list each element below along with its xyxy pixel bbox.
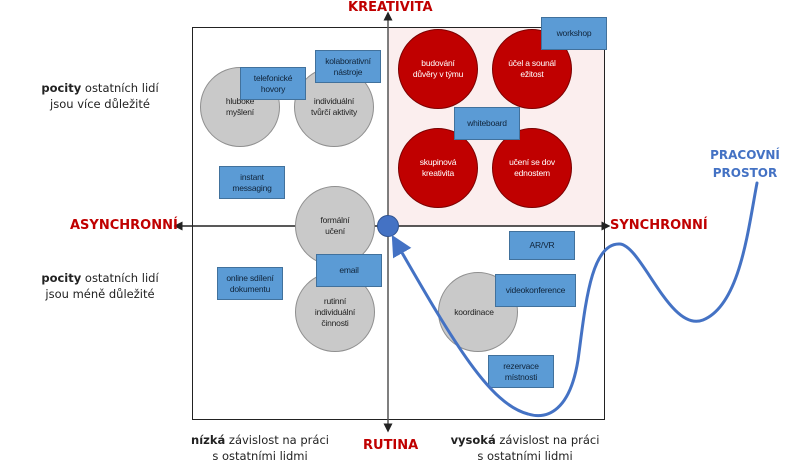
activity-circle-formalni-uceni: formální učení (295, 186, 375, 266)
axis-label-left: ASYNCHRONNÍ (70, 218, 178, 233)
tool-label: instant messaging (232, 171, 272, 193)
note-text: závislost na práci (225, 433, 329, 447)
tool-label: telefonické hovory (253, 72, 293, 94)
note-text: jsou více důležité (50, 97, 150, 111)
activity-label: účel a sounáležitost (508, 58, 556, 79)
activity-circle-uceni-se-dovednostem: učení se dovednostem (492, 128, 572, 208)
note-text: jsou méně důležité (45, 287, 155, 301)
tool-label: videokonference (505, 285, 566, 295)
axis-label-bottom: RUTINA (363, 438, 419, 453)
tool-label: kolaborativní nástroje (325, 55, 371, 77)
activity-label: hluboké myšlení (225, 96, 255, 117)
activity-circle-skupinova-kreativita: skupinová kreativita (398, 128, 478, 208)
tool-rezervace-mistnosti: rezervace místnosti (488, 355, 554, 388)
activity-circle-budovani-duvery: budování důvěry v týmu (398, 29, 478, 109)
note-text: ostatních lidí (81, 81, 159, 95)
activity-label: rutinní individuální činnosti (314, 295, 356, 328)
workspace-label-line2: PROSTOR (712, 166, 778, 180)
tool-label: workshop (556, 28, 592, 38)
tool-kolaborativni-nastroje: kolaborativní nástroje (315, 50, 381, 83)
axis-label-top: KREATIVITA (348, 0, 433, 15)
workspace-label: PRACOVNÍ PROSTOR (700, 146, 790, 182)
tool-workshop: workshop (541, 17, 607, 50)
note-low-dependency: nízká závislost na práci s ostatními lid… (180, 432, 340, 464)
activity-label: formální učení (320, 215, 350, 236)
activity-label: individuální tvůrčí aktivity (310, 96, 358, 117)
note-feelings-more-important: pocity ostatních lidí jsou více důležité (30, 80, 170, 112)
tool-videokonference: videokonference (495, 274, 576, 307)
note-text: s ostatními lidmi (477, 449, 573, 463)
workspace-label-line1: PRACOVNÍ (710, 148, 780, 162)
origin-dot (377, 215, 399, 237)
tool-label: email (339, 265, 359, 275)
activity-label: budování důvěry v týmu (412, 58, 464, 79)
axis-label-right: SYNCHRONNÍ (610, 218, 708, 233)
activity-label: koordinace (454, 306, 494, 317)
note-text: s ostatními lidmi (212, 449, 308, 463)
note-bold: vysoká (450, 433, 496, 447)
activity-label: skupinová kreativita (419, 157, 457, 178)
tool-label: rezervace místnosti (503, 360, 539, 382)
note-high-dependency: vysoká závislost na práci s ostatními li… (440, 432, 610, 464)
note-feelings-less-important: pocity ostatních lidí jsou méně důležité (30, 270, 170, 302)
tool-label: AR/VR (529, 240, 555, 250)
note-bold: pocity (41, 271, 82, 285)
note-bold: pocity (41, 81, 82, 95)
note-text: závislost na práci (495, 433, 600, 447)
tool-email: email (316, 254, 382, 287)
tool-online-sdileni-dokumentu: online sdílení dokumentu (217, 267, 283, 300)
tool-instant-messaging: instant messaging (219, 166, 285, 199)
activity-circle-ucel-sounalezitost: účel a sounáležitost (492, 29, 572, 109)
tool-ar-vr: AR/VR (509, 231, 575, 260)
activity-label: učení se dovednostem (509, 157, 555, 178)
tool-whiteboard: whiteboard (454, 107, 520, 140)
note-text: ostatních lidí (81, 271, 159, 285)
tool-telefonicke-hovory: telefonické hovory (240, 67, 306, 100)
note-bold: nízká (191, 433, 226, 447)
tool-label: whiteboard (467, 118, 507, 128)
tool-label: online sdílení dokumentu (226, 272, 274, 294)
